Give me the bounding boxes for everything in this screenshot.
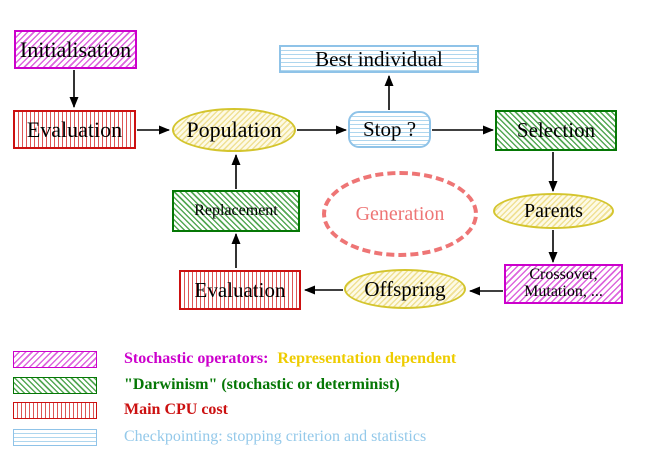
node-initialisation: Initialisation: [14, 30, 137, 69]
legend-label: Stochastic operators:: [124, 350, 269, 367]
legend-row-stochastic: Stochastic operators: Representation dep…: [13, 350, 456, 368]
legend-row-checkpointing: Checkpointing: stopping criterion and st…: [13, 428, 426, 446]
legend-row-cpu-cost: Main CPU cost: [13, 401, 228, 419]
cyan-stripes-swatch: [13, 428, 97, 446]
legend-label: Main CPU cost: [124, 401, 228, 418]
node-best-individual: Best individual: [279, 45, 479, 73]
node-offspring: Offspring: [344, 269, 466, 309]
generation-loop-annotation: Generation: [322, 171, 478, 257]
node-crossover-mutation: Crossover, Mutation, ...: [504, 264, 623, 304]
node-parents: Parents: [493, 193, 614, 229]
node-replacement: Replacement: [172, 190, 300, 232]
green-hatch-swatch: [13, 376, 97, 394]
legend-label: "Darwinism" (stochastic or determinist): [124, 376, 400, 393]
node-evaluation-bottom: Evaluation: [179, 270, 301, 310]
crossover-line1: Crossover,: [529, 266, 598, 284]
node-population: Population: [172, 108, 296, 152]
legend-label: Checkpointing: stopping criterion and st…: [124, 428, 427, 445]
node-stop-test: Stop ?: [348, 111, 431, 148]
node-evaluation-top: Evaluation: [13, 110, 136, 149]
legend-label-secondary: Representation dependent: [277, 350, 457, 367]
legend-row-darwinism: "Darwinism" (stochastic or determinist): [13, 376, 400, 394]
red-stripes-swatch: [13, 401, 97, 419]
node-selection: Selection: [495, 110, 617, 151]
magenta-hatch-swatch: [13, 350, 97, 368]
crossover-line2: Mutation, ...: [524, 283, 603, 300]
